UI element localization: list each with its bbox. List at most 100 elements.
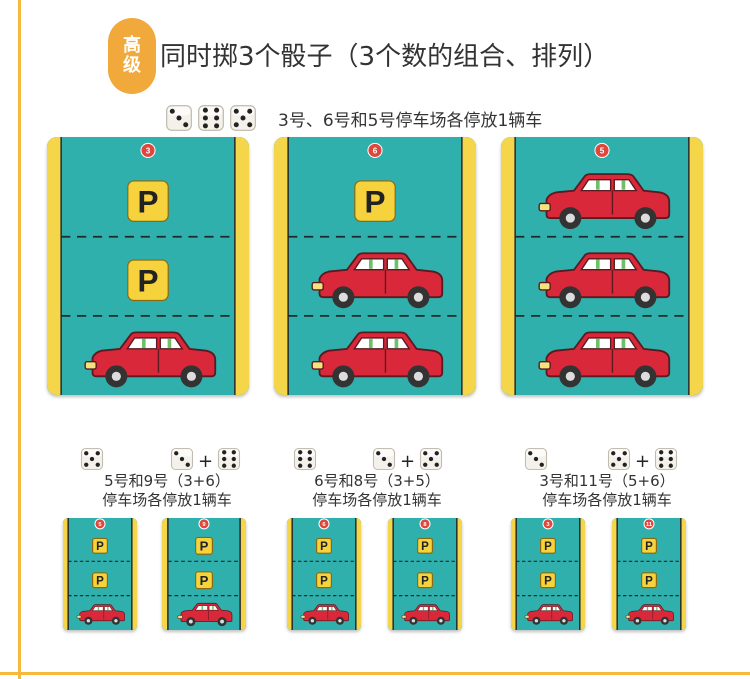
parking-card-top-1: 3 P P xyxy=(47,137,249,395)
parking-sign-icon: P xyxy=(641,572,658,589)
svg-text:3: 3 xyxy=(146,146,151,155)
svg-text:P: P xyxy=(320,575,328,587)
svg-text:6: 6 xyxy=(322,522,325,528)
group2-line1: 6号和8号（3+5） xyxy=(314,472,440,490)
parking-sign-icon: P xyxy=(354,180,396,222)
svg-text:P: P xyxy=(200,539,209,554)
badge-line1: 高 xyxy=(123,35,141,56)
parking-card-group2-1: 6 P P xyxy=(287,518,361,630)
group1-dice-a xyxy=(80,447,104,475)
parking-number-badge: 6 xyxy=(318,518,330,530)
plus-sign: + xyxy=(635,450,651,472)
top-dice-row xyxy=(165,104,257,136)
group3-caption: 3号和11号（5+6） 停车场各停放1辆车 xyxy=(518,472,696,510)
group2-dice-a xyxy=(293,447,317,475)
svg-text:P: P xyxy=(200,573,209,588)
car-icon xyxy=(84,331,217,388)
die-five-icon xyxy=(229,104,257,136)
car-icon xyxy=(300,604,349,625)
parking-sign-icon: P xyxy=(194,571,213,590)
car-icon xyxy=(401,604,450,625)
group1-dice-b: + xyxy=(170,447,241,475)
group2-caption: 6号和8号（3+5） 停车场各停放1辆车 xyxy=(288,472,466,510)
left-accent-line xyxy=(18,0,21,679)
car-icon xyxy=(76,604,125,625)
svg-text:8: 8 xyxy=(423,522,427,528)
car-icon xyxy=(311,331,444,388)
parking-number-badge: 5 xyxy=(594,142,610,158)
svg-text:P: P xyxy=(137,263,158,299)
group2-dice-b: + xyxy=(372,447,443,475)
car-icon xyxy=(538,331,671,388)
group3-line2: 停车场各停放1辆车 xyxy=(542,491,672,509)
parking-sign-icon: P xyxy=(194,536,213,555)
parking-number-badge: 3 xyxy=(140,142,156,158)
svg-text:9: 9 xyxy=(202,522,205,528)
parking-number-badge: 11 xyxy=(643,518,655,530)
group2-line2: 停车场各停放1辆车 xyxy=(312,491,442,509)
parking-number-badge: 5 xyxy=(94,518,106,530)
group1-line1: 5号和9号（3+6） xyxy=(104,472,230,490)
group3-line1: 3号和11号（5+6） xyxy=(539,472,675,490)
svg-text:P: P xyxy=(421,541,429,553)
badge-line2: 级 xyxy=(123,55,141,76)
top-caption: 3号、6号和5号停车场各停放1辆车 xyxy=(278,111,543,131)
parking-card-group1-2: 9 P P xyxy=(162,518,246,630)
parking-sign-icon: P xyxy=(316,537,333,554)
svg-text:5: 5 xyxy=(600,146,605,155)
die-three-icon xyxy=(165,104,193,136)
die-six-icon xyxy=(293,447,317,475)
page-title: 同时掷3个骰子（3个数的组合、排列） xyxy=(160,42,610,72)
die-six-icon xyxy=(654,447,678,475)
svg-text:P: P xyxy=(544,541,552,553)
plus-sign: + xyxy=(400,450,416,472)
die-three-icon xyxy=(524,447,548,475)
parking-sign-icon: P xyxy=(127,259,169,302)
parking-number-badge: 9 xyxy=(198,518,210,530)
parking-number-badge: 6 xyxy=(367,142,383,158)
svg-text:P: P xyxy=(645,575,653,587)
die-five-icon xyxy=(607,447,631,475)
parking-sign-icon: P xyxy=(417,537,434,554)
svg-text:P: P xyxy=(421,575,429,587)
die-six-icon xyxy=(197,104,225,136)
svg-text:P: P xyxy=(137,183,158,219)
die-five-icon xyxy=(80,447,104,475)
parking-card-group3-1: 3 P P xyxy=(511,518,585,630)
parking-sign-icon: P xyxy=(92,572,109,589)
car-icon xyxy=(177,602,233,627)
svg-text:P: P xyxy=(320,541,328,553)
parking-sign-icon: P xyxy=(127,180,169,222)
parking-sign-icon: P xyxy=(417,572,434,589)
group1-caption: 5号和9号（3+6） 停车场各停放1辆车 xyxy=(78,472,256,510)
car-icon xyxy=(524,604,573,625)
svg-text:P: P xyxy=(96,541,104,553)
parking-sign-icon: P xyxy=(92,537,109,554)
parking-sign-icon: P xyxy=(540,572,557,589)
parking-card-group2-2: 8 P P xyxy=(388,518,462,630)
group3-dice-a xyxy=(524,447,548,475)
parking-card-group3-2: 11 P P xyxy=(612,518,686,630)
parking-card-group1-1: 5 P P xyxy=(63,518,137,630)
svg-text:6: 6 xyxy=(373,146,378,155)
parking-number-badge: 3 xyxy=(542,518,554,530)
die-six-icon xyxy=(217,447,241,475)
bottom-accent-line xyxy=(0,672,750,675)
group1-line2: 停车场各停放1辆车 xyxy=(102,491,232,509)
svg-text:P: P xyxy=(645,541,653,553)
svg-text:P: P xyxy=(364,183,385,219)
svg-text:5: 5 xyxy=(98,522,102,528)
group3-dice-b: + xyxy=(607,447,678,475)
car-icon xyxy=(538,252,671,309)
svg-text:P: P xyxy=(544,575,552,587)
plus-sign: + xyxy=(198,450,214,472)
svg-text:P: P xyxy=(96,575,104,587)
die-five-icon xyxy=(419,447,443,475)
parking-sign-icon: P xyxy=(641,537,658,554)
parking-sign-icon: P xyxy=(316,572,333,589)
car-icon xyxy=(625,604,674,625)
level-badge: 高 级 xyxy=(108,18,156,94)
car-icon xyxy=(538,173,671,230)
die-three-icon xyxy=(372,447,396,475)
parking-card-top-3: 5 xyxy=(501,137,703,395)
